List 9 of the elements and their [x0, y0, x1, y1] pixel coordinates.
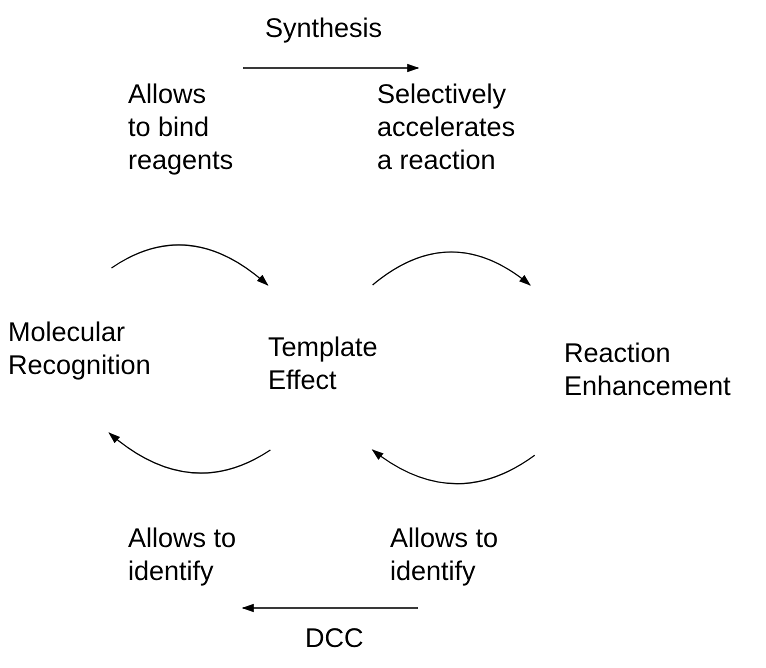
concept-label: Template Effect [262, 285, 402, 450]
curved-arrow [372, 251, 531, 286]
process-label: Synthesis [265, 12, 382, 45]
curved-arrow [108, 432, 271, 474]
process-label: DCC [305, 622, 364, 655]
curved-arrow [111, 244, 269, 286]
concept-label: Reaction Enhancement [530, 285, 766, 457]
concept-label: Molecular Recognition [8, 268, 238, 433]
curved-arrow [372, 449, 536, 484]
